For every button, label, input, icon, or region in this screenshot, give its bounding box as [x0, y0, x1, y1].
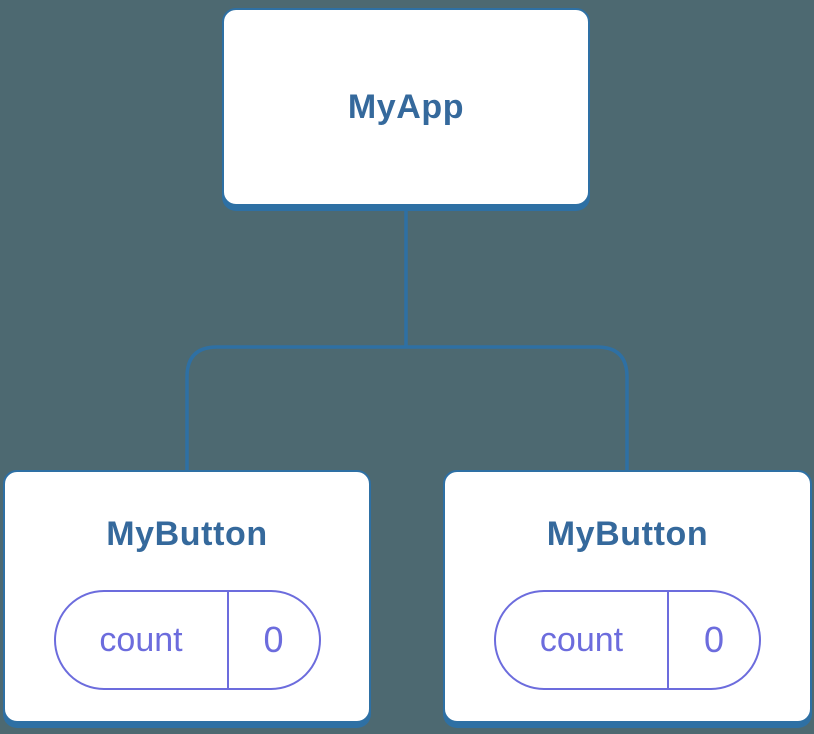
- state-name: count: [99, 620, 183, 659]
- node-myapp: MyApp: [222, 8, 590, 206]
- node-mybutton-left: MyButton count 0: [3, 470, 371, 723]
- node-mybutton-right: MyButton count 0: [443, 470, 812, 723]
- node-title: MyButton: [546, 515, 709, 553]
- state-name: count: [539, 620, 624, 659]
- connector-branch: [185, 345, 629, 472]
- state-value: 0: [226, 592, 319, 688]
- node-title: MyButton: [106, 515, 268, 553]
- state-value: 0: [667, 592, 759, 688]
- state-pill: count 0: [53, 590, 321, 690]
- node-title: MyApp: [347, 88, 465, 126]
- state-pill: count 0: [494, 590, 761, 690]
